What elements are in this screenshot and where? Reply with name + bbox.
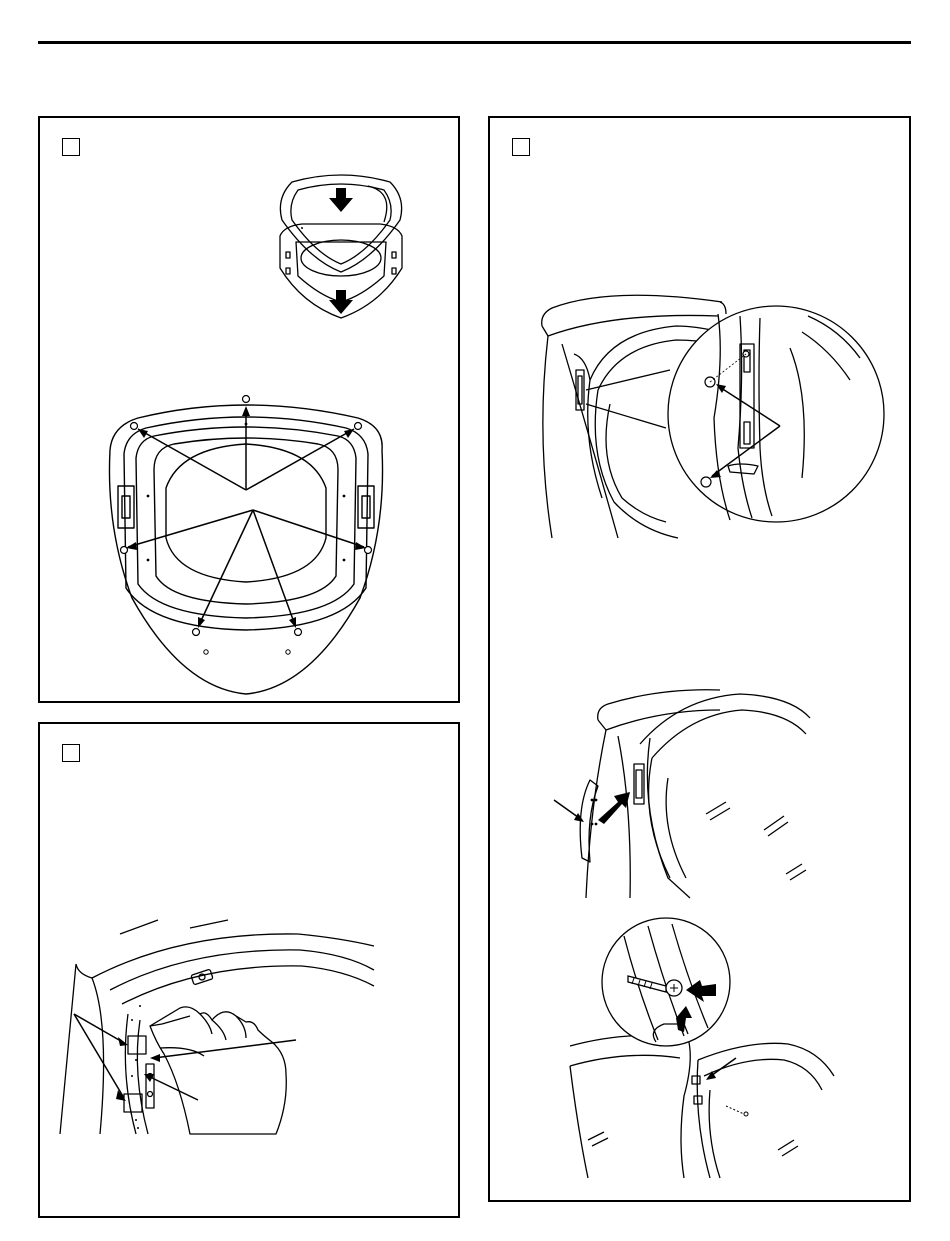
callout-arrow-icon [74, 1014, 296, 1100]
hinge-illustration [40, 724, 462, 1220]
door-reversal-illustration [490, 118, 913, 1004]
door-ring-illustration [40, 118, 462, 705]
step-panel-door-reversal [488, 116, 911, 1002]
callout-arrow-icon [128, 408, 364, 625]
header-rule [38, 41, 911, 44]
down-arrow-icon [329, 188, 353, 314]
push-arrow-icon [598, 792, 630, 824]
step-panel-door-ring [38, 116, 460, 703]
screw-installation-illustration [488, 900, 911, 1200]
step-panel-hinge [38, 722, 460, 1218]
